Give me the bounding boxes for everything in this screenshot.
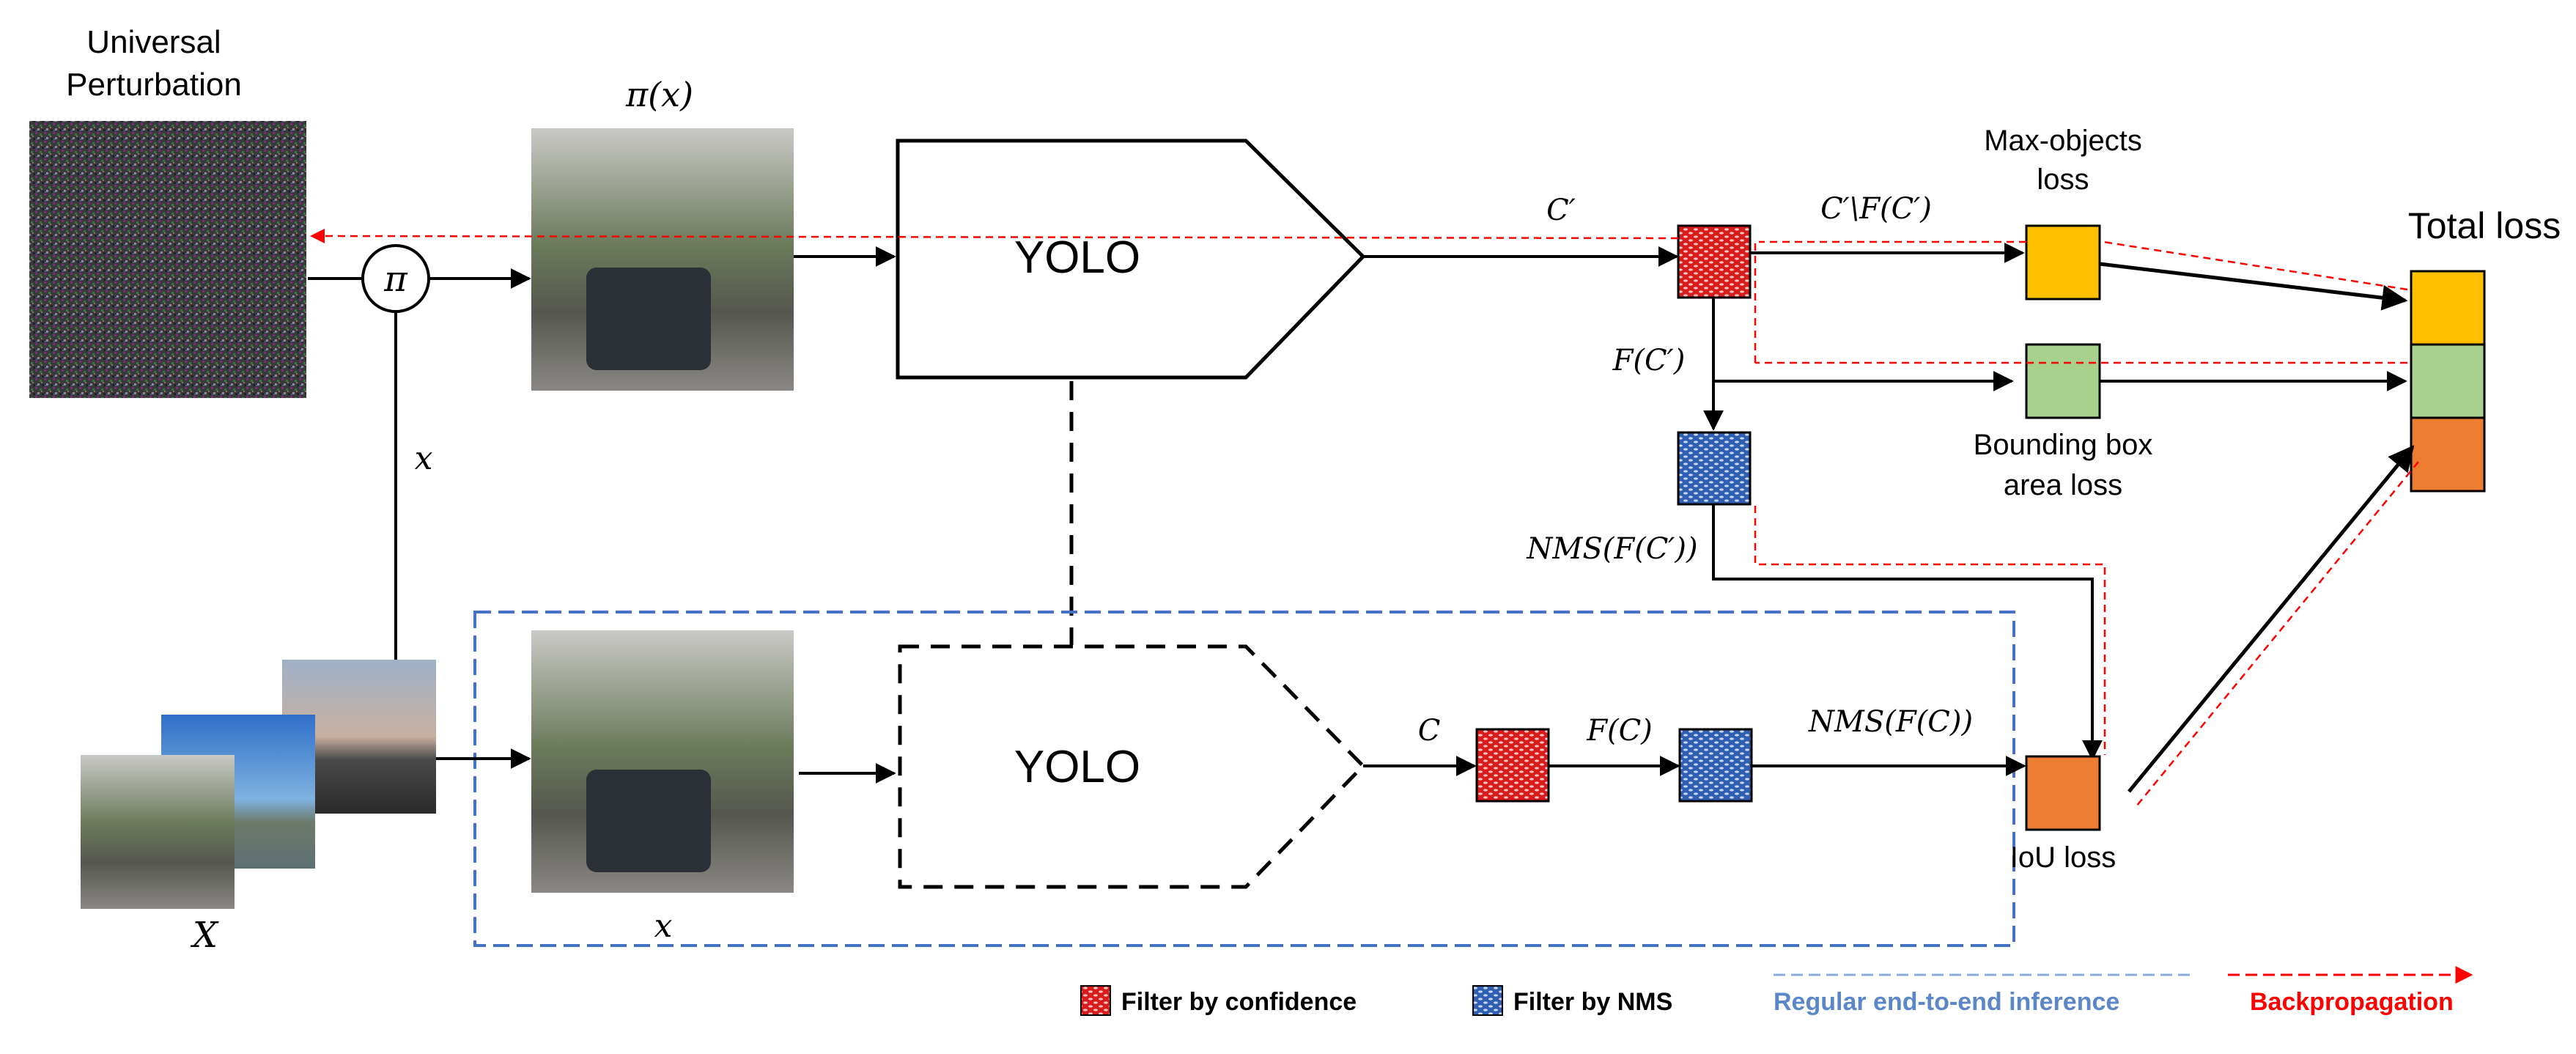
clean-image-label: x (654, 907, 673, 945)
perturbed-image-van (586, 268, 711, 370)
universal-perturbation-label-line1: Universal (86, 24, 221, 60)
bbox-area-loss-box (2025, 343, 2101, 419)
backprop-paths (310, 229, 2419, 807)
legend-backprop-text: Backpropagation (2250, 988, 2454, 1016)
legend-nms-text: Filter by NMS (1513, 988, 1672, 1016)
c-prime-minus-f-label: C′\F(C′) (1820, 192, 1932, 226)
backprop-iou-diagonal (2136, 461, 2419, 807)
max-objects-loss-label-line2: loss (2037, 163, 2089, 196)
f-c-prime-label: F(C′) (1612, 344, 1686, 377)
nms-filter-top (1677, 431, 1752, 506)
yolo-bottom-label: YOLO (1014, 742, 1140, 792)
legend-nms-swatch (1472, 985, 1503, 1016)
x-input-label: x (415, 440, 433, 477)
nms-filter-bottom (1678, 728, 1753, 803)
legend-confidence-swatch (1080, 985, 1111, 1016)
total-loss-bbox-area (2410, 343, 2486, 419)
pi-operator-symbol: π (383, 259, 408, 300)
yolo-top-block (896, 139, 1366, 380)
confidence-filter-bottom (1475, 728, 1550, 803)
regular-inference-box (473, 611, 2015, 947)
total-loss-label: Total loss (2408, 205, 2561, 246)
f-c-label: F(C) (1586, 714, 1653, 748)
to-iou-loss-arrow-top (1712, 504, 2103, 761)
total-loss-max-objects (2410, 270, 2486, 346)
universal-perturbation-label-line2: Perturbation (66, 67, 242, 103)
yolo-bottom-block (898, 644, 1366, 889)
bbox-area-loss-label-line2: area loss (2004, 469, 2122, 501)
backprop-to-perturbation-arrow (310, 229, 1679, 244)
legend-confidence-text: Filter by confidence (1121, 988, 1357, 1016)
dataset-label: X (190, 915, 219, 956)
max-objects-loss-box (2025, 224, 2101, 301)
yolo-top-label: YOLO (1014, 232, 1140, 283)
confidence-filter-top (1677, 224, 1752, 299)
perturbed-image-label: π(x) (625, 75, 693, 114)
max-objects-loss-label-line1: Max-objects (1984, 125, 2142, 157)
backprop-max-objects-line (2103, 240, 2408, 291)
clean-image-van (586, 770, 711, 872)
nms-f-c-label: NMS(F(C)) (1808, 705, 1973, 739)
universal-perturbation-image (29, 121, 306, 398)
iou-loss-label: IoU loss (2010, 841, 2116, 874)
c-label: C (1418, 714, 1441, 748)
c-prime-label: C′ (1546, 194, 1576, 227)
total-loss-iou (2410, 416, 2486, 493)
legend: Filter by confidence Filter by NMS Regul… (1080, 966, 2473, 1016)
bbox-area-loss-label-line1: Bounding box (1974, 429, 2153, 461)
iou-loss-box (2025, 755, 2101, 831)
legend-inference-text: Regular end-to-end inference (1774, 988, 2119, 1016)
iou-to-total-arrow (2127, 445, 2415, 793)
max-objects-to-total-arrow (2099, 262, 2408, 311)
backprop-iou-path (1754, 506, 2106, 755)
dataset-image-front (81, 755, 235, 909)
nms-f-c-prime-label: NMS(F(C′)) (1526, 532, 1697, 566)
